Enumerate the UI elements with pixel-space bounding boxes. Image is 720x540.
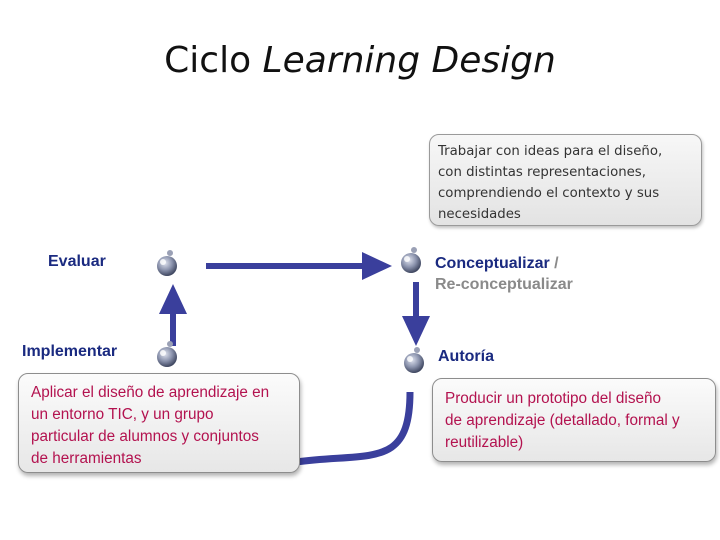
autoria-description-box: Producir un prototipo del diseño de apre… — [432, 378, 716, 462]
title-plain: Ciclo — [164, 40, 263, 81]
implementar-line: un entorno TIC, y un grupo — [31, 406, 214, 423]
stage-label-autoria: Autoría — [438, 348, 494, 365]
autoria-line: reutilizable) — [445, 434, 524, 451]
stage-label-evaluar: Evaluar — [48, 253, 106, 270]
slide-title: Ciclo Learning Design — [0, 40, 720, 81]
conceptualizar-separator: / — [554, 255, 559, 272]
autoria-line: de aprendizaje (detallado, formal y — [445, 412, 680, 429]
callout-line: necesidades — [438, 207, 521, 222]
stage-label-implementar: Implementar — [22, 343, 118, 360]
title-italic: Learning Design — [262, 40, 556, 81]
arrowhead-right — [362, 252, 392, 280]
conceptualize-description-callout: Trabajar con ideas para el diseño, con d… — [429, 134, 702, 226]
arrowhead-up — [159, 284, 187, 314]
gear-icon — [401, 247, 421, 273]
arrow-autoria-to-implementar — [295, 391, 414, 466]
stage-label-reconceptualizar: Re-conceptualizar — [435, 276, 573, 293]
autoria-line: Producir un prototipo del diseño — [445, 390, 661, 407]
callout-line: con distintas representaciones, — [438, 165, 646, 180]
gear-icon — [157, 341, 177, 367]
callout-line: Trabajar con ideas para el diseño, — [438, 144, 663, 159]
callout-line: comprendiendo el contexto y sus — [438, 186, 660, 201]
arrowhead-down — [402, 316, 430, 346]
implementar-description-box: Aplicar el diseño de aprendizaje en un e… — [18, 373, 300, 473]
gear-icon — [157, 250, 177, 276]
conceptualizar-text: Conceptualizar — [435, 255, 550, 272]
gear-icon — [404, 347, 424, 373]
implementar-line: particular de alumnos y conjuntos — [31, 428, 259, 445]
stage-label-conceptualizar: Conceptualizar / — [435, 255, 559, 273]
implementar-line: Aplicar el diseño de aprendizaje en — [31, 384, 270, 401]
implementar-line: de herramientas — [31, 450, 142, 467]
